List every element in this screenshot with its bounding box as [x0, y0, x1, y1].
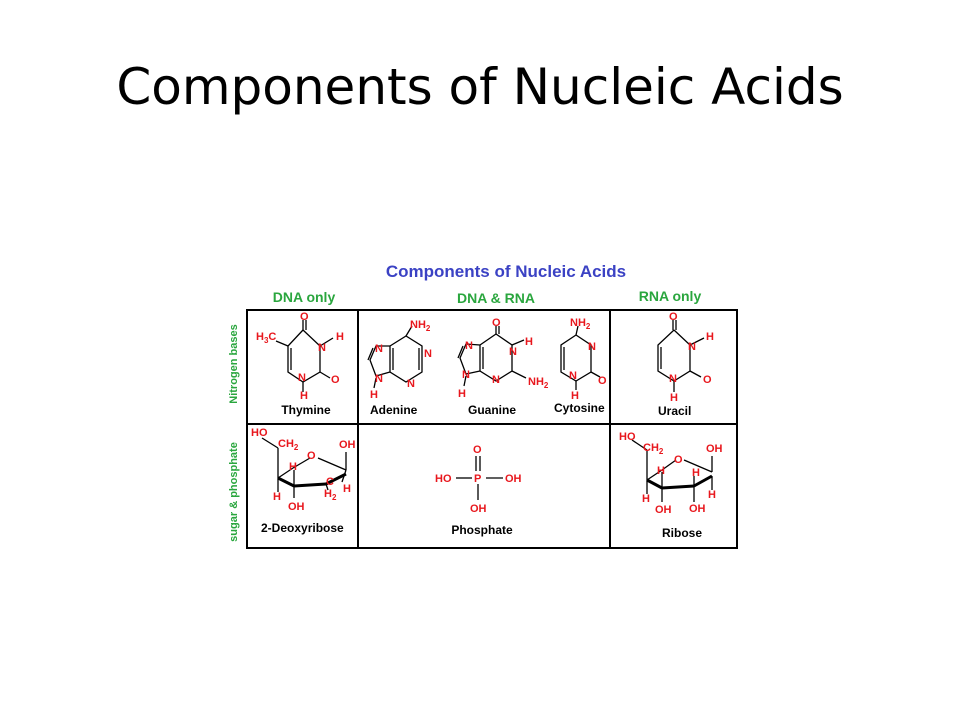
svg-text:H: H: [300, 390, 308, 402]
thymine-structure: O H3C N H N O H Thymine: [256, 311, 344, 417]
label-uracil: Uracil: [658, 404, 691, 418]
label-adenine: Adenine: [370, 403, 418, 417]
svg-text:H: H: [657, 465, 665, 477]
svg-text:H: H: [670, 392, 678, 404]
svg-text:N: N: [669, 373, 677, 385]
svg-text:OH: OH: [288, 501, 305, 513]
svg-text:HO: HO: [435, 473, 452, 485]
label-guanine: Guanine: [468, 403, 516, 417]
svg-text:NH2: NH2: [528, 376, 549, 390]
deoxyribose-structure: HO CH2 O OH H C H H2 H OH 2-Deoxyribose: [251, 427, 356, 535]
svg-text:H: H: [642, 493, 650, 505]
svg-text:O: O: [300, 311, 309, 323]
svg-text:O: O: [307, 450, 316, 462]
svg-text:P: P: [474, 473, 481, 485]
svg-text:H: H: [708, 489, 716, 501]
svg-text:N: N: [688, 341, 696, 353]
label-ribose: Ribose: [662, 526, 702, 540]
svg-text:H: H: [273, 491, 281, 503]
table-grid: [246, 309, 738, 549]
label-cytosine: Cytosine: [554, 401, 605, 415]
figure-title: Components of Nucleic Acids: [386, 262, 626, 281]
svg-text:N: N: [462, 369, 470, 381]
label-thymine: Thymine: [281, 403, 331, 417]
svg-text:O: O: [703, 374, 712, 386]
adenine-structure: NH2 N N N N H Adenine: [367, 319, 432, 417]
svg-text:O: O: [669, 311, 678, 323]
svg-text:H: H: [336, 331, 344, 343]
svg-text:N: N: [569, 370, 577, 382]
label-phosphate: Phosphate: [451, 523, 513, 537]
svg-text:N: N: [375, 343, 383, 355]
svg-text:N: N: [465, 340, 473, 352]
svg-text:O: O: [331, 374, 340, 386]
svg-text:H: H: [343, 483, 351, 495]
svg-text:OH: OH: [655, 504, 672, 516]
svg-text:N: N: [492, 374, 500, 386]
svg-text:N: N: [318, 342, 326, 354]
svg-text:O: O: [598, 375, 607, 387]
row-header-nitrogen-bases: Nitrogen bases: [228, 324, 240, 403]
svg-text:OH: OH: [706, 443, 723, 455]
svg-text:HO: HO: [251, 427, 268, 439]
svg-text:H: H: [525, 336, 533, 348]
svg-text:OH: OH: [689, 503, 706, 515]
column-header-dna-only: DNA only: [273, 289, 336, 305]
svg-text:H: H: [458, 388, 466, 400]
column-header-rna-only: RNA only: [639, 288, 702, 304]
label-deoxyribose: 2-Deoxyribose: [261, 521, 344, 535]
svg-text:N: N: [424, 348, 432, 360]
cytosine-structure: NH2 N N O H Cytosine: [554, 317, 607, 415]
svg-text:CH2: CH2: [643, 442, 664, 456]
svg-text:N: N: [298, 372, 306, 384]
svg-text:O: O: [492, 317, 501, 329]
svg-text:N: N: [375, 373, 383, 385]
svg-text:H2: H2: [324, 488, 337, 502]
svg-text:O: O: [473, 444, 482, 456]
svg-text:H: H: [370, 389, 378, 401]
svg-text:O: O: [674, 454, 683, 466]
svg-text:H: H: [571, 390, 579, 402]
svg-text:OH: OH: [470, 503, 487, 515]
svg-text:H: H: [289, 461, 297, 473]
phosphate-structure: O HO P OH OH Phosphate: [435, 444, 522, 537]
svg-text:H3C: H3C: [256, 331, 276, 345]
uracil-structure: O N H N O H Uracil: [657, 311, 714, 418]
svg-text:CH2: CH2: [278, 438, 299, 452]
slide-title: Components of Nucleic Acids: [116, 58, 844, 116]
column-header-dna-rna: DNA & RNA: [457, 290, 535, 306]
svg-text:H: H: [692, 467, 700, 479]
svg-text:OH: OH: [339, 439, 356, 451]
svg-text:C: C: [326, 476, 334, 488]
row-header-sugar-phosphate: sugar & phosphate: [228, 442, 240, 542]
svg-text:OH: OH: [505, 473, 522, 485]
svg-text:NH2: NH2: [570, 317, 591, 331]
svg-text:N: N: [407, 378, 415, 390]
ribose-structure: HO CH2 O OH H H H H OH OH Ribose: [619, 431, 723, 540]
svg-text:N: N: [588, 341, 596, 353]
guanine-structure: O N N H N N NH2 H Guanine: [457, 317, 549, 417]
svg-text:HO: HO: [619, 431, 636, 443]
svg-text:NH2: NH2: [410, 319, 431, 333]
svg-text:N: N: [509, 346, 517, 358]
svg-text:H: H: [706, 331, 714, 343]
